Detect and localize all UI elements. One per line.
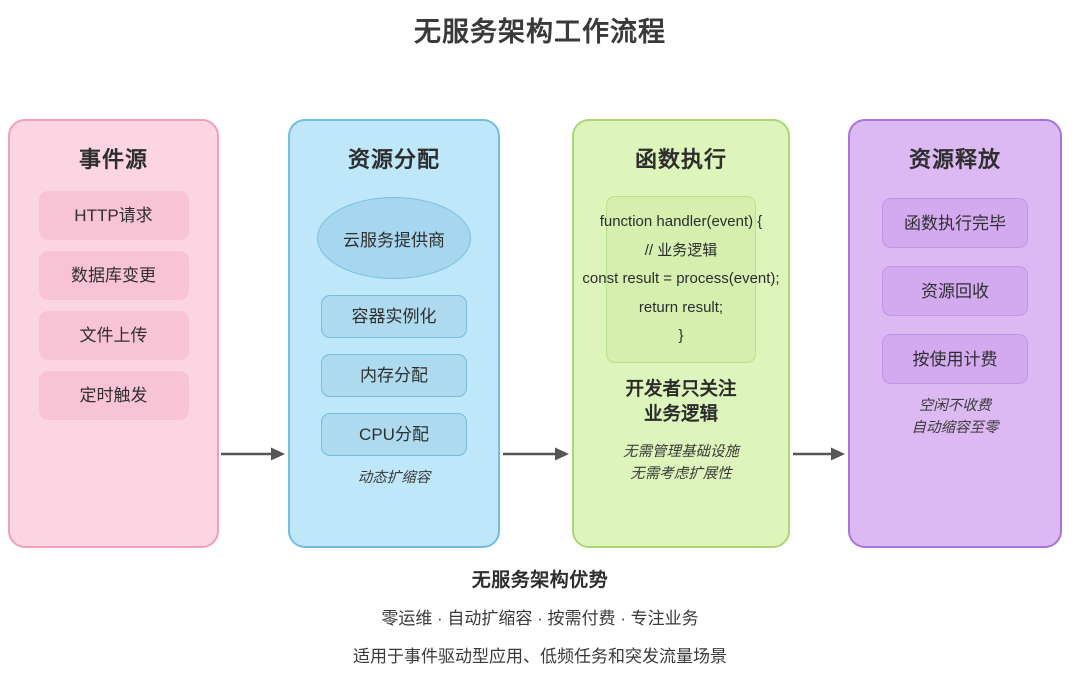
stage-panel-allocation[interactable]: 资源分配 云服务提供商 容器实例化 内存分配 CPU分配 动态扩缩容	[288, 119, 500, 548]
stage-title-release: 资源释放	[908, 147, 1001, 172]
event-chip-http[interactable]: HTTP请求	[38, 191, 189, 240]
code-line-3: const result = process(event);	[582, 270, 780, 288]
execution-notes: 无需管理基础设施 无需考虑扩展性	[623, 441, 739, 486]
arrow-execution-to-release	[793, 446, 847, 462]
footer-line-2: 适用于事件驱动型应用、低频任务和突发流量场景	[353, 647, 727, 666]
page-title: 无服务架构工作流程	[414, 17, 666, 47]
release-chip-reclaim[interactable]: 资源回收	[882, 266, 1028, 316]
release-chip-billing[interactable]: 按使用计费	[882, 334, 1028, 384]
allocation-chip-container[interactable]: 容器实例化	[321, 295, 467, 338]
event-chip-timer[interactable]: 定时触发	[38, 371, 189, 420]
code-line-4: return result;	[638, 298, 724, 316]
allocation-chip-cpu[interactable]: CPU分配	[321, 413, 467, 456]
code-line-5: }	[678, 327, 684, 345]
allocation-note: 动态扩缩容	[357, 470, 431, 486]
execution-note-1: 无需管理基础设施	[623, 443, 739, 460]
footer-line-1: 零运维 · 自动扩缩容 · 按需付费 · 专注业务	[381, 609, 699, 628]
code-line-1: function handler(event) {	[599, 213, 763, 231]
arrow-allocation-to-execution	[503, 446, 571, 462]
stage-title-execution: 函数执行	[634, 147, 727, 172]
event-chip-file-upload[interactable]: 文件上传	[38, 311, 189, 360]
arrow-events-to-allocation	[221, 446, 287, 462]
code-snippet-box: function handler(event) { // 业务逻辑 const …	[582, 196, 780, 363]
stage-title-events: 事件源	[78, 147, 148, 172]
workflow-diagram: 事件源 HTTP请求 数据库变更 文件上传 定时触发 资源分配 云服务提供商 容…	[0, 119, 1080, 549]
cloud-provider-ellipse[interactable]: 云服务提供商	[317, 197, 471, 279]
stage-panel-events[interactable]: 事件源 HTTP请求 数据库变更 文件上传 定时触发	[8, 119, 219, 548]
execution-highlight: 开发者只关注 业务逻辑	[625, 377, 736, 427]
footer: 无服务架构优势 零运维 · 自动扩缩容 · 按需付费 · 专注业务 适用于事件驱…	[0, 565, 1080, 667]
footer-title: 无服务架构优势	[471, 570, 609, 591]
stage-title-allocation: 资源分配	[347, 147, 440, 172]
stage-panel-execution[interactable]: 函数执行 function handler(event) { // 业务逻辑 c…	[572, 119, 790, 548]
release-note-1: 空闲不收费	[918, 398, 992, 414]
execution-highlight-line-2: 业务逻辑	[643, 402, 718, 424]
release-chip-finished[interactable]: 函数执行完毕	[882, 198, 1028, 248]
event-chip-database[interactable]: 数据库变更	[38, 251, 189, 300]
release-notes: 空闲不收费 自动缩容至零	[912, 395, 999, 440]
allocation-chip-memory[interactable]: 内存分配	[321, 354, 467, 397]
stage-panel-release[interactable]: 资源释放 函数执行完毕 资源回收 按使用计费 空闲不收费 自动缩容至零	[848, 119, 1062, 548]
execution-note-2: 无需考虑扩展性	[630, 466, 732, 483]
code-line-2: // 业务逻辑	[644, 241, 718, 259]
execution-highlight-line-1: 开发者只关注	[625, 378, 737, 399]
release-note-2: 自动缩容至零	[911, 420, 999, 437]
